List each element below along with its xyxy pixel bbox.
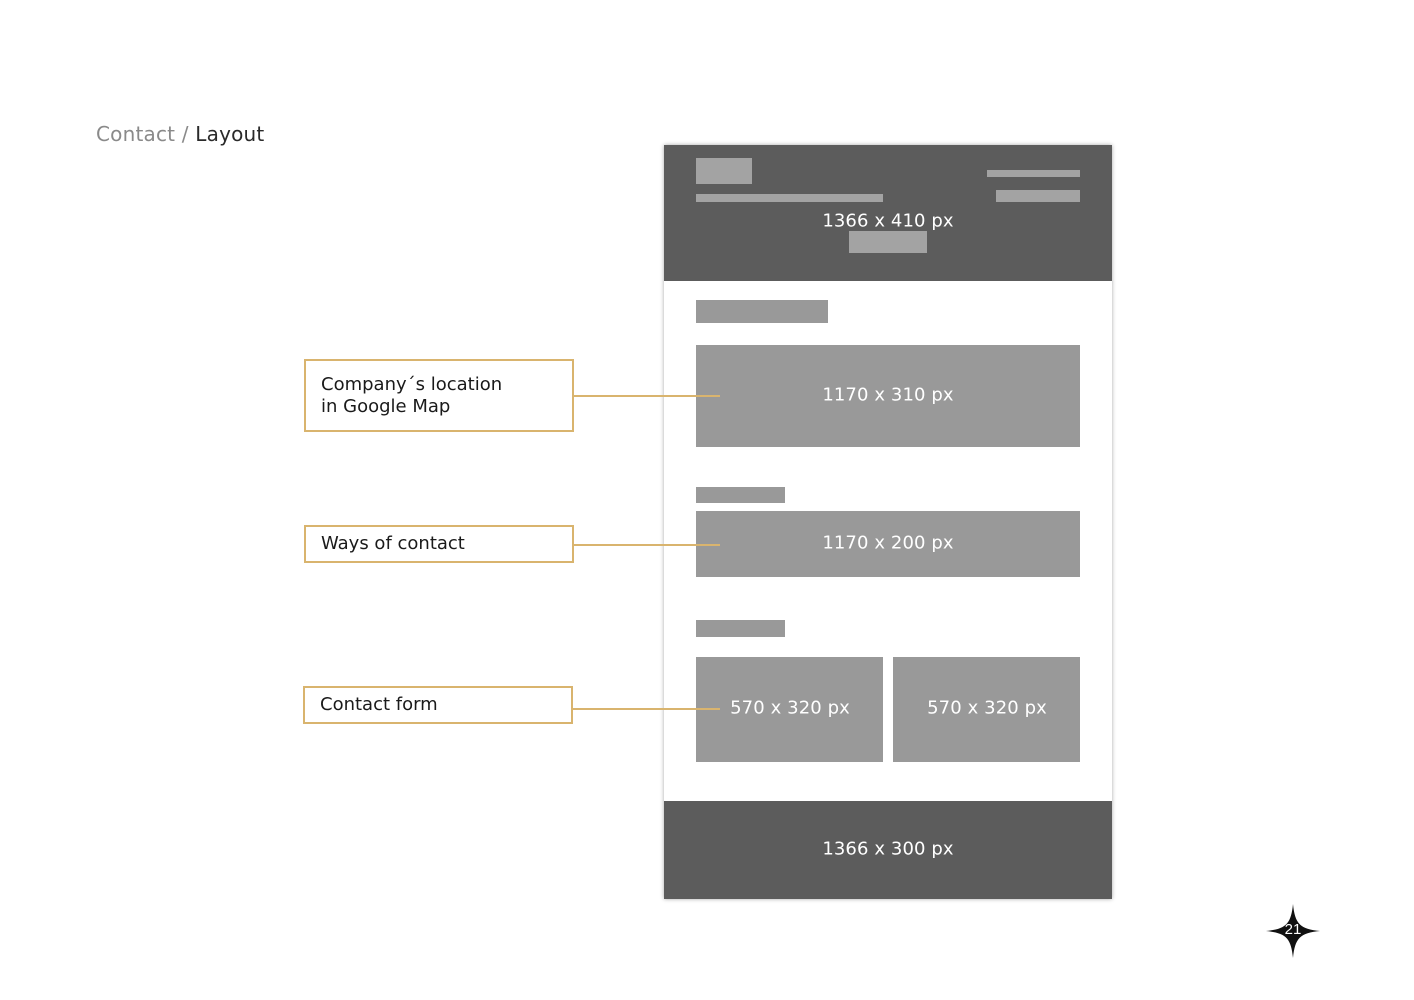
contact-ways-heading-placeholder	[696, 487, 785, 503]
callout-ways-text: Ways of contact	[321, 533, 465, 554]
page-wireframe: 1366 x 410 px 1170 x 310 px 1170 x 200 p…	[664, 145, 1112, 899]
callout-form-text: Contact form	[320, 694, 438, 715]
form-left-block	[696, 657, 883, 762]
top-menu-button	[996, 190, 1080, 202]
header-section: 1366 x 410 px	[664, 145, 1112, 281]
form-right-block	[893, 657, 1080, 762]
callout-map: Company´s location in Google Map	[304, 359, 574, 432]
contact-ways-block	[696, 511, 1080, 577]
nav-bar-placeholder	[696, 194, 883, 202]
star-badge-icon	[1266, 904, 1320, 958]
form-left-dimension-label: 570 x 320 px	[730, 697, 850, 719]
map-block	[696, 345, 1080, 447]
hero-button-placeholder	[849, 231, 927, 253]
page-number: 21	[1284, 921, 1302, 938]
footer-dimension-label: 1366 x 300 px	[822, 838, 954, 860]
leader-line-ways	[574, 544, 720, 546]
map-dimension-label: 1170 x 310 px	[822, 384, 954, 406]
form-heading-placeholder	[696, 620, 785, 637]
logo-placeholder	[696, 158, 752, 184]
breadcrumb-separator: /	[175, 122, 196, 146]
leader-line-map	[574, 395, 720, 397]
callout-map-text: Company´s location in Google Map	[321, 373, 503, 417]
footer-section: 1366 x 300 px	[664, 801, 1112, 899]
breadcrumb-section: Contact	[96, 122, 176, 146]
callout-form: Contact form	[303, 686, 573, 724]
map-heading-placeholder	[696, 300, 828, 323]
breadcrumb-current: Layout	[195, 122, 265, 146]
callout-ways: Ways of contact	[304, 525, 574, 563]
header-dimension-label: 1366 x 410 px	[822, 210, 954, 232]
leader-line-form	[573, 708, 720, 710]
breadcrumb: Contact / Layout	[96, 122, 264, 146]
contact-ways-dimension-label: 1170 x 200 px	[822, 532, 954, 554]
top-menu-line	[987, 170, 1080, 177]
form-right-dimension-label: 570 x 320 px	[927, 697, 1047, 719]
